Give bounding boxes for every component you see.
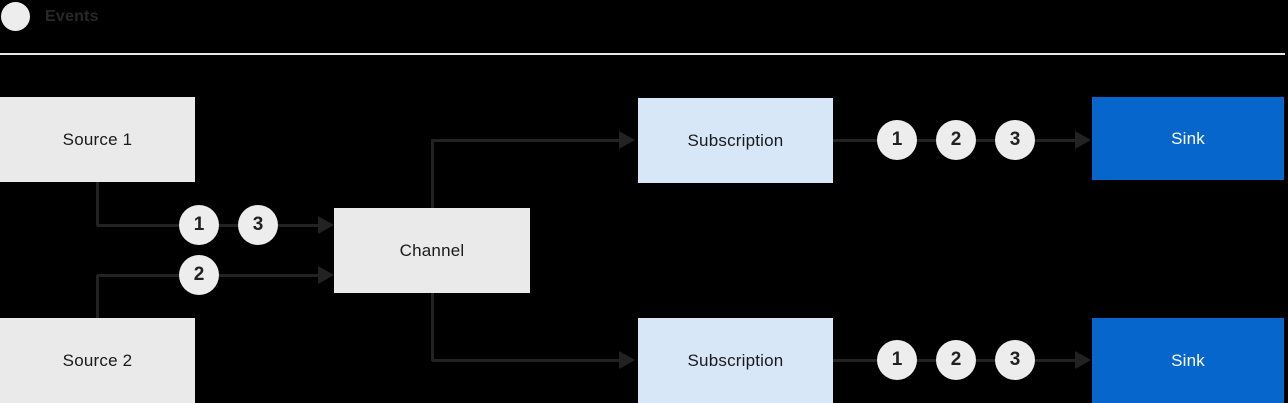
node-subscription-bottom: Subscription bbox=[638, 318, 833, 403]
event-marker-3: 3 bbox=[238, 205, 278, 245]
event-marker-1: 1 bbox=[179, 205, 219, 245]
event-marker-1: 1 bbox=[877, 120, 917, 160]
node-sink-bottom: Sink bbox=[1092, 318, 1284, 403]
node-sink-bottom-label: Sink bbox=[1171, 350, 1205, 370]
node-subscription-bottom-label: Subscription bbox=[687, 350, 784, 370]
node-source-1: Source 1 bbox=[0, 97, 195, 182]
event-marker-1: 1 bbox=[877, 340, 917, 380]
event-marker-3: 3 bbox=[995, 120, 1035, 160]
events-legend-icon bbox=[1, 2, 30, 31]
connector-source1-down bbox=[96, 182, 99, 226]
connector-channel-down bbox=[431, 292, 434, 361]
event-marker-3: 3 bbox=[995, 340, 1035, 380]
event-marker-2: 2 bbox=[179, 255, 219, 295]
event-marker-2: 2 bbox=[936, 120, 976, 160]
connector-channel-to-subscription-top bbox=[432, 139, 620, 142]
event-marker-2: 2 bbox=[936, 340, 976, 380]
node-subscription-top-label: Subscription bbox=[687, 130, 784, 150]
connector-channel-up bbox=[431, 139, 434, 209]
node-source-2: Source 2 bbox=[0, 318, 195, 403]
arrowhead-channel-to-subscription-bottom bbox=[619, 351, 635, 369]
node-source-1-label: Source 1 bbox=[62, 129, 133, 149]
header-divider bbox=[0, 53, 1285, 55]
node-channel-label: Channel bbox=[399, 240, 465, 260]
arrowhead-channel-to-subscription-top bbox=[619, 131, 635, 149]
arrowhead-subscription-top-to-sink bbox=[1075, 131, 1091, 149]
node-subscription-top: Subscription bbox=[638, 98, 833, 183]
node-source-2-label: Source 2 bbox=[62, 350, 133, 370]
connector-channel-to-subscription-bottom bbox=[432, 359, 620, 362]
node-sink-top-label: Sink bbox=[1171, 128, 1205, 148]
arrowhead-source2-to-channel bbox=[318, 266, 334, 284]
connector-source2-up bbox=[96, 275, 99, 318]
node-channel: Channel bbox=[334, 208, 530, 293]
events-legend-label: Events bbox=[45, 8, 99, 25]
node-sink-top: Sink bbox=[1092, 97, 1284, 180]
arrowhead-subscription-bottom-to-sink bbox=[1075, 351, 1091, 369]
arrowhead-source1-to-channel bbox=[318, 216, 334, 234]
